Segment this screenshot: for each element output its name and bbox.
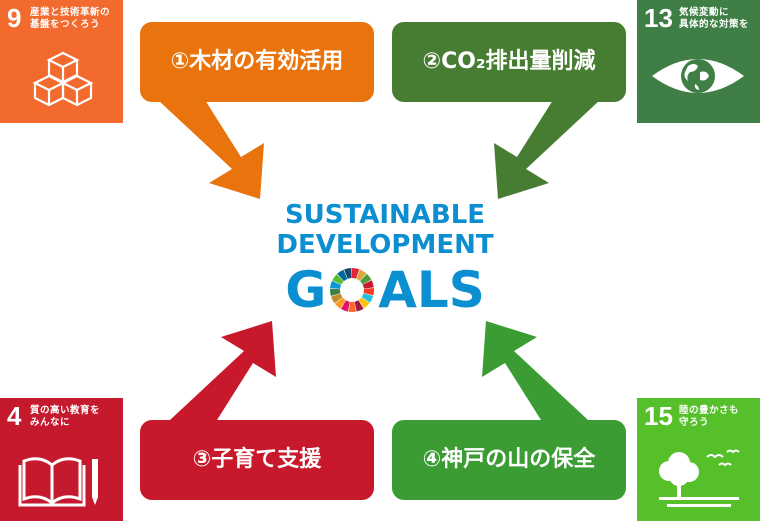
goal-number: 9 xyxy=(7,3,22,33)
logo-goals: G ALS xyxy=(270,262,500,318)
wheel-segment xyxy=(348,301,357,312)
orange-arrow xyxy=(158,100,264,199)
cubes-icon xyxy=(32,51,94,107)
forest-conservation-box: ④神戸の山の保全 xyxy=(392,420,626,500)
goal-number: 4 xyxy=(7,401,22,431)
wheel-segment xyxy=(363,287,375,296)
goal-title: 陸の豊かさも 守ろう xyxy=(679,405,740,428)
wheel-segment xyxy=(356,269,367,281)
wheel-segment xyxy=(360,273,372,285)
wheel-segment xyxy=(362,280,375,289)
logo-line-2: DEVELOPMENT xyxy=(276,230,494,260)
wheel-segment xyxy=(358,297,370,309)
book-pencil-icon xyxy=(18,457,98,507)
wheel-segment xyxy=(337,269,348,282)
green-arrow-top xyxy=(494,100,600,199)
co2-reduction-box: ②CO₂排出量削減 xyxy=(392,22,626,102)
logo-goals-rest: ALS xyxy=(378,261,485,319)
logo-goals-g: G xyxy=(285,261,327,319)
goal-title: 質の高い教育を みんなに xyxy=(30,405,101,428)
eye-globe-icon xyxy=(652,59,744,93)
wood-use-box: ①木材の有効活用 xyxy=(140,22,374,102)
wheel-segment xyxy=(330,280,342,289)
tree-birds-icon xyxy=(659,449,740,507)
sdg-wheel-icon xyxy=(330,268,375,312)
wheel-segment xyxy=(330,288,341,297)
goal-number: 13 xyxy=(644,3,673,33)
child-support-box: ③子育て支援 xyxy=(140,420,374,500)
wheel-segment xyxy=(331,293,343,304)
wheel-segment xyxy=(344,268,352,279)
goal-number: 15 xyxy=(644,401,673,431)
goal-title: 気候変動に 具体的な対策を xyxy=(679,7,750,30)
sdg-goal-15-tile: 15 陸の豊かさも 守ろう xyxy=(637,398,760,521)
wheel-segment xyxy=(352,268,360,279)
sdg-goal-4-tile: 4 質の高い教育を みんなに xyxy=(0,398,123,521)
sdg-goal-13-tile: 13 気候変動に 具体的な対策を xyxy=(637,0,760,123)
goal-title: 産業と技術革新の 基盤をつくろう xyxy=(30,7,111,30)
wheel-segment xyxy=(335,297,346,309)
red-arrow xyxy=(170,321,276,420)
green-arrow-bottom xyxy=(482,321,588,420)
wheel-segment xyxy=(341,300,351,312)
wheel-segment xyxy=(362,293,374,303)
wheel-segment xyxy=(354,300,364,312)
sdg-logo: SUSTAINABLE DEVELOPMENT G ALS xyxy=(270,200,500,318)
wheel-segment xyxy=(332,274,344,285)
logo-line-1: SUSTAINABLE xyxy=(284,200,486,230)
sdg-goal-9-tile: 9 産業と技術革新の 基盤をつくろう xyxy=(0,0,123,123)
